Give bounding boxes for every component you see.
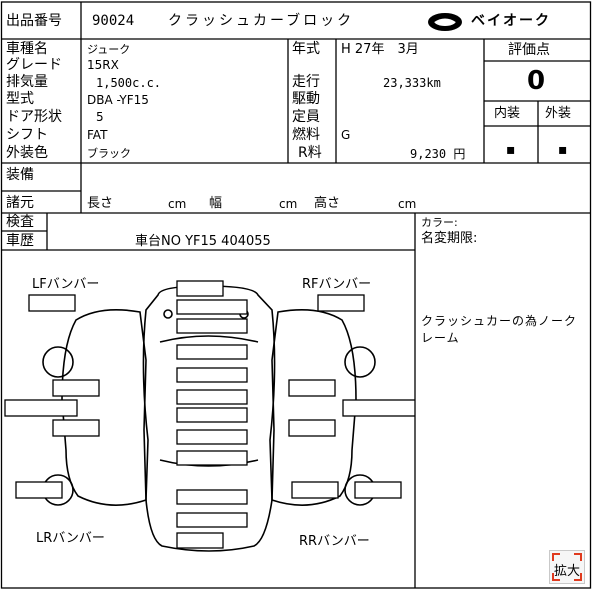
lf-bumper-label: LFバンバー: [32, 277, 100, 292]
shift-label: シフト: [6, 127, 48, 143]
model-value: ジューク: [87, 43, 131, 56]
displacement-value: 1,500c.c.: [96, 76, 162, 90]
type-label: 型式: [6, 91, 34, 107]
doors-label: ドア形状: [6, 109, 62, 125]
car-diagram: [4, 280, 415, 552]
exterior-grade: ▪: [558, 142, 568, 158]
model-label: 車種名: [6, 41, 48, 57]
inspection-label: 検査: [6, 214, 34, 230]
specs-label: 諸元: [6, 195, 34, 211]
exterior-color-value: ブラック: [87, 147, 131, 160]
lr-bumper-label: LRバンバー: [36, 531, 105, 546]
width-unit: cm: [279, 197, 298, 211]
expand-label: 拡大: [554, 564, 581, 579]
width-label: 幅: [209, 196, 223, 211]
recycle-fee-value: 9,230 円: [410, 147, 466, 161]
interior-grade: ▪: [506, 142, 516, 158]
fuel-label: 燃料: [292, 127, 320, 143]
year-label: 年式: [292, 41, 320, 57]
capacity-label: 定員: [292, 109, 320, 125]
grade-value: 15RX: [87, 58, 119, 72]
rr-bumper-label: RRバンバー: [299, 534, 370, 549]
lot-number-value: 90024: [92, 13, 135, 29]
rf-bumper-label: RFバンバー: [302, 277, 372, 292]
height-label: 高さ: [314, 196, 341, 211]
grade-label: グレード: [6, 57, 62, 73]
logo-text: ベイオーク: [471, 13, 551, 29]
year-value: H 27年 3月: [341, 42, 419, 57]
fuel-value: G: [341, 128, 351, 142]
rating-value: 0: [527, 66, 546, 96]
color-note-label: カラー:: [421, 216, 458, 229]
height-unit: cm: [398, 197, 417, 211]
corner-icon: [552, 573, 560, 581]
corner-icon: [552, 553, 560, 561]
mileage-value: 23,333km: [383, 76, 441, 90]
mileage-label: 走行: [292, 74, 320, 90]
corner-icon: [574, 573, 582, 581]
lot-number-label: 出品番号: [6, 13, 62, 29]
type-value: DBA -YF15: [87, 93, 149, 107]
block-title: クラッシュカーブロック: [168, 13, 355, 29]
bayauc-logo: ベイオーク: [425, 9, 583, 37]
displacement-label: 排気量: [6, 74, 48, 90]
color-label: 外装色: [6, 145, 48, 161]
interior-label: 内装: [494, 106, 521, 121]
length-unit: cm: [168, 197, 187, 211]
expand-button[interactable]: 拡大: [549, 550, 585, 584]
name-change-deadline-label: 名変期限:: [421, 231, 478, 246]
length-label: 長さ: [87, 196, 114, 211]
doors-value: 5: [96, 110, 104, 124]
history-label: 車歴: [6, 233, 34, 249]
equipment-label: 装備: [6, 167, 34, 183]
drive-label: 駆動: [292, 91, 320, 107]
shift-value: FAT: [87, 128, 108, 142]
corner-icon: [574, 553, 582, 561]
remark-text: クラッシュカーの為ノークレーム: [421, 314, 578, 345]
recycle-label: R料: [298, 145, 322, 161]
rating-label: 評価点: [508, 42, 550, 58]
exterior-label: 外装: [545, 106, 572, 121]
chassis-number: 車台NO YF15 404055: [135, 234, 271, 249]
